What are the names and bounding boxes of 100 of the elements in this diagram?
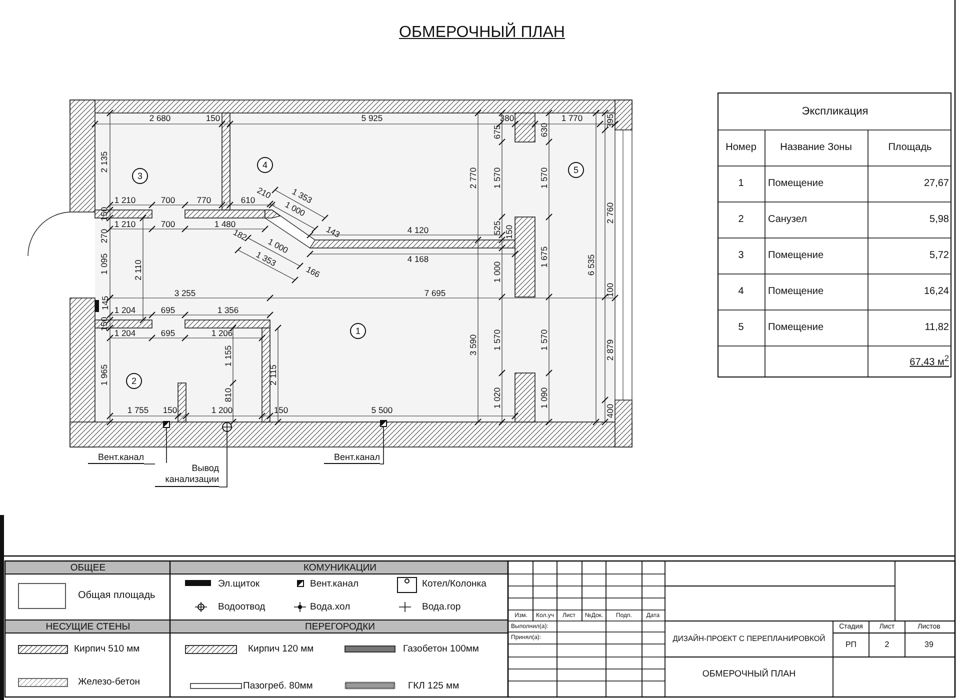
sheet-title: ОБМЕРОЧНЫЙ ПЛАН bbox=[702, 670, 796, 678]
vent-duct-symbol bbox=[380, 420, 387, 427]
legend-label: Водоотвод bbox=[218, 602, 266, 612]
dimension-label: 700 bbox=[160, 196, 176, 204]
leader-line bbox=[218, 432, 228, 488]
section-header: ПЕРЕГОРОДКИ bbox=[305, 622, 375, 632]
section-header: КОМУНИКАЦИИ bbox=[304, 563, 376, 573]
dimension-label: 7 695 bbox=[424, 288, 446, 298]
dimension-label: 1 204 bbox=[114, 328, 136, 338]
legend-label: ГКЛ 125 мм bbox=[408, 681, 460, 691]
dimension-label: 1 755 bbox=[127, 406, 149, 414]
dimension-label: 1 155 bbox=[224, 345, 232, 367]
section-header: ОБЩЕЕ bbox=[70, 563, 106, 573]
room-area: 5,72 bbox=[930, 251, 949, 261]
dimension-label: 182 bbox=[232, 228, 248, 242]
dimension-label: 1 356 bbox=[217, 306, 239, 314]
dimension-label: 150 bbox=[274, 406, 288, 414]
dimension-label: 150 bbox=[162, 406, 178, 414]
dimension-label: 3 590 bbox=[468, 334, 478, 356]
dimension-label: 1 200 bbox=[211, 406, 233, 414]
dimension-label: 695 bbox=[160, 328, 176, 338]
legend-label: Пазогреб. 80мм bbox=[243, 681, 313, 691]
dimension-label: 395 bbox=[606, 114, 614, 128]
dimension-label: 400 bbox=[606, 404, 614, 418]
dimension-label: 150 bbox=[100, 206, 108, 222]
room-name: Помещение bbox=[768, 179, 824, 189]
room-number-text: 1 bbox=[738, 179, 744, 189]
dimension-label: 610 bbox=[240, 196, 256, 204]
dimension-label: 2 760 bbox=[606, 202, 614, 224]
dimension-label: 700 bbox=[160, 220, 176, 228]
dimension-label: 1 570 bbox=[540, 329, 548, 351]
legend-label: Кирпич 120 мм bbox=[248, 644, 314, 654]
room-area: 5,98 bbox=[930, 215, 949, 225]
dimension-label: 145 bbox=[100, 296, 110, 310]
dimension-label: 1 204 bbox=[114, 306, 136, 314]
dimension-label: 150 bbox=[504, 224, 514, 240]
room-name: Санузел bbox=[768, 215, 807, 225]
callout-text: Вывод канализации bbox=[155, 463, 219, 487]
title-block-value: 39 bbox=[924, 641, 934, 649]
dimension-label: 3 255 bbox=[174, 288, 196, 298]
room-number-text: 3 bbox=[738, 251, 744, 261]
vent-duct-symbol bbox=[163, 421, 170, 428]
leader-line bbox=[380, 426, 384, 464]
room-name: Помещение bbox=[768, 287, 824, 297]
dimension-label: 1 000 bbox=[492, 261, 502, 283]
dimension-label: 2 680 bbox=[149, 114, 171, 122]
dimension-label: 2 110 bbox=[134, 260, 142, 280]
dimension-label: 5 925 bbox=[361, 114, 383, 122]
dimension-label: 2 135 bbox=[100, 151, 108, 173]
dimension-label: 166 bbox=[304, 264, 322, 280]
dimension-label: 1 570 bbox=[492, 329, 502, 351]
dimension-label: 2 770 bbox=[468, 167, 478, 189]
title-block-value: РП bbox=[845, 641, 857, 649]
dimension-label: 270 bbox=[100, 228, 108, 244]
dimension-label: 380 bbox=[500, 114, 514, 122]
dimension-label: 150 bbox=[100, 316, 108, 332]
dimension-label: 1 570 bbox=[492, 167, 502, 189]
room-number-text: 5 bbox=[738, 323, 744, 333]
dimension-label: 2 879 bbox=[606, 339, 614, 361]
title-block-value: 2 bbox=[884, 641, 890, 649]
legend-label: Газобетон 100мм bbox=[403, 644, 479, 654]
column-header: Номер bbox=[726, 143, 756, 153]
section-header: НЕСУЩИЕ СТЕНЫ bbox=[46, 622, 130, 632]
legend-label: Вода.гор bbox=[422, 602, 461, 612]
column-header: Название Зоны bbox=[780, 143, 852, 153]
dimension-label: 5 500 bbox=[371, 406, 393, 414]
dimension-label: 1 090 bbox=[540, 387, 548, 409]
dimension-label: 1 770 bbox=[561, 114, 583, 122]
legend-label: Вода.хол bbox=[310, 602, 350, 612]
dimension-label: 143 bbox=[324, 224, 342, 240]
dimension-label: 695 bbox=[160, 306, 176, 314]
legend-label: Вент.канал bbox=[310, 579, 359, 589]
dimension-label: 6 535 bbox=[586, 254, 596, 276]
callout-text: Вент.канал bbox=[324, 452, 380, 464]
page-title: ОБМЕРОЧНЫЙ ПЛАН bbox=[399, 25, 565, 41]
table-title: Экспликация bbox=[802, 106, 868, 118]
dimension-label: 100 bbox=[606, 282, 614, 298]
dimension-label: 210 bbox=[256, 186, 272, 200]
total-area: 67,43 м$^{2}$ bbox=[910, 354, 949, 368]
dimension-label: 675 bbox=[492, 124, 502, 140]
dimension-label: 1 210 bbox=[114, 196, 136, 204]
dimension-label: 4 168 bbox=[407, 254, 429, 264]
dimension-label: 1 965 bbox=[100, 364, 108, 386]
dimension-label: 1 095 bbox=[100, 253, 108, 275]
dimension-label: 525 bbox=[492, 220, 502, 236]
legend-label: Кирпич 510 мм bbox=[74, 644, 140, 654]
column-header: Площадь bbox=[888, 143, 932, 153]
legend-label: Железо-бетон bbox=[78, 677, 140, 687]
dimension-label: 1 675 bbox=[540, 246, 548, 268]
dimension-label: 1 480 bbox=[214, 220, 236, 228]
room-name: Помещение bbox=[768, 323, 824, 333]
room-number-text: 2 bbox=[738, 215, 744, 225]
legend-label: Эл.щиток bbox=[218, 579, 260, 589]
callout-text: Вент.канал bbox=[88, 452, 144, 464]
dimension-label: 1 210 bbox=[114, 220, 136, 228]
room-number-text: 4 bbox=[738, 287, 744, 297]
dimension-label: 630 bbox=[540, 122, 548, 138]
dimension-label: 1 206 bbox=[211, 328, 233, 338]
dimension-label: 810 bbox=[224, 388, 232, 402]
room-area: 11,82 bbox=[924, 323, 949, 333]
